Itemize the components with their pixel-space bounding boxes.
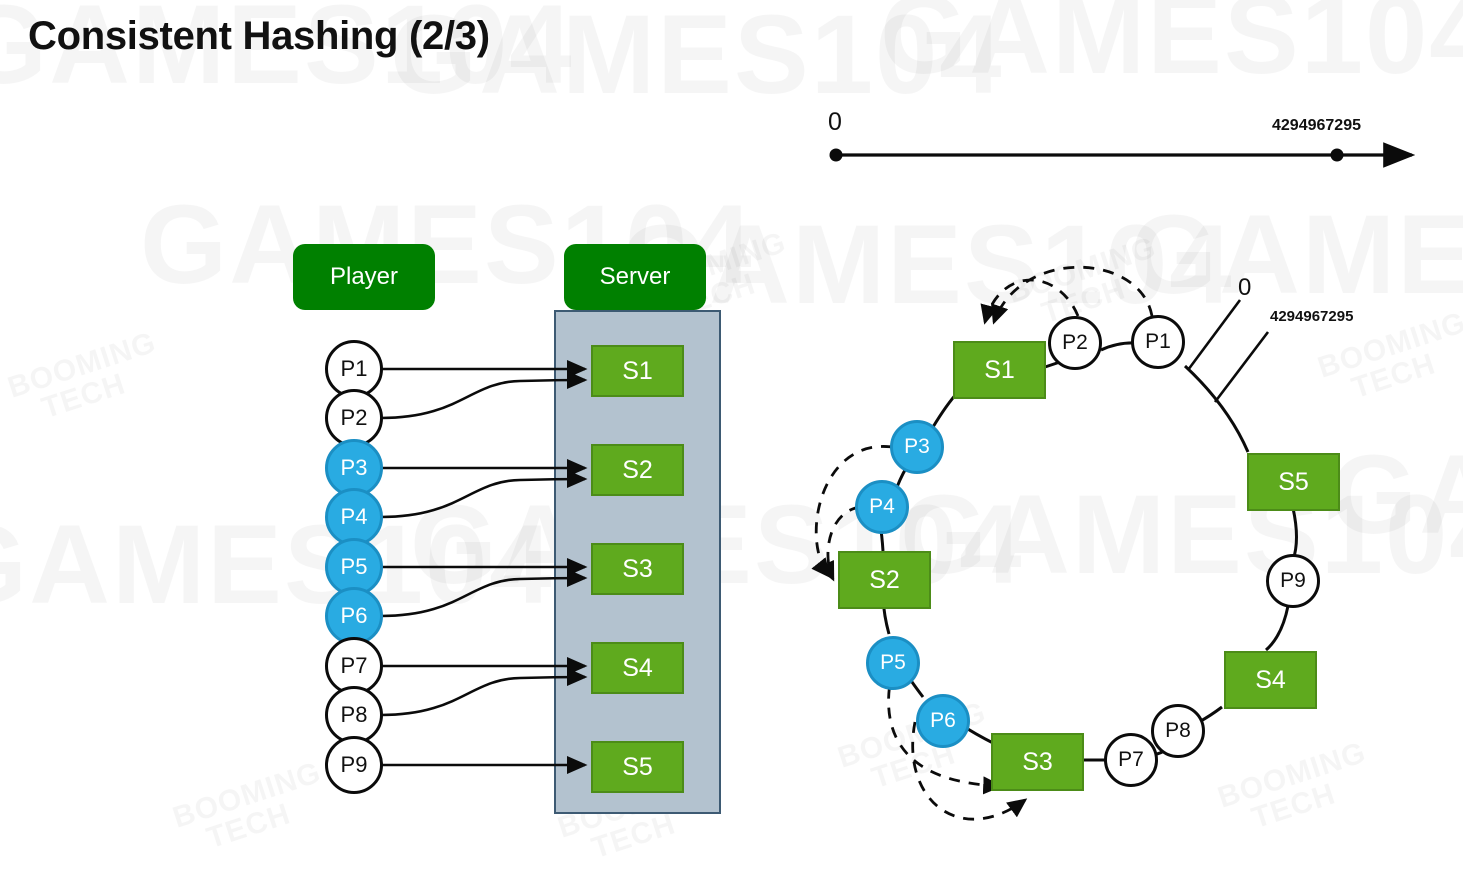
number-line-end-label: 4294967295 [1272,117,1361,134]
ring-zero-label: 0 [1238,274,1252,301]
ring-player-p1[interactable]: P1 [1131,315,1185,369]
ring-player-p7[interactable]: P7 [1104,733,1158,787]
ring-leader-lines [1186,299,1270,403]
watermark-booming-tech: BOOMING TECH [1214,738,1379,843]
player-node-p7[interactable]: P7 [325,637,383,695]
player-header: Player [293,244,435,310]
watermark-booming-tech: BOOMING TECH [4,328,169,433]
assign-p1-s1 [991,265,1154,325]
leader-line-zero [1186,299,1242,371]
ring-server-s2[interactable]: S2 [838,551,931,609]
player-node-p4[interactable]: P4 [325,488,383,546]
server-box-s2[interactable]: S2 [591,444,684,496]
assign-p2-s1 [980,278,1080,325]
ring-player-p8[interactable]: P8 [1151,704,1205,758]
ring-server-s4[interactable]: S4 [1224,651,1317,709]
number-line-start-dot [829,148,843,162]
ring-player-p2[interactable]: P2 [1048,316,1102,370]
server-box-s3[interactable]: S3 [591,543,684,595]
player-node-p8[interactable]: P8 [325,686,383,744]
number-line-start-label: 0 [828,108,842,136]
ring-server-s3[interactable]: S3 [991,733,1084,791]
server-box-s5[interactable]: S5 [591,741,684,793]
ring-max-label: 4294967295 [1270,308,1354,325]
watermark-games104: GAMES104 [0,500,554,629]
ring-player-p4[interactable]: P4 [855,480,909,534]
watermark-games104: GAMES104 [880,0,1463,99]
server-header: Server [564,244,706,310]
ring-player-p9[interactable]: P9 [1266,554,1320,608]
ring-player-p5[interactable]: P5 [866,636,920,690]
ring-player-p6[interactable]: P6 [916,694,970,748]
watermark-booming-tech: BOOMING TECH [169,758,334,863]
ring-server-s1[interactable]: S1 [953,341,1046,399]
watermark-games104: GAMES104 [1130,190,1463,319]
page-title: Consistent Hashing (2/3) [28,14,490,58]
player-node-p3[interactable]: P3 [325,439,383,497]
leader-line-max [1213,331,1270,403]
ring-player-p3[interactable]: P3 [890,420,944,474]
server-box-s1[interactable]: S1 [591,345,684,397]
player-node-p9[interactable]: P9 [325,736,383,794]
number-line-end-dot [1330,148,1344,162]
watermark-games104: GAMES104 [1330,430,1463,559]
ring-server-s5[interactable]: S5 [1247,453,1340,511]
player-node-p2[interactable]: P2 [325,389,383,447]
server-box-s4[interactable]: S4 [591,642,684,694]
watermark-games104: GAMES104 [900,470,1463,599]
player-node-p6[interactable]: P6 [325,587,383,645]
